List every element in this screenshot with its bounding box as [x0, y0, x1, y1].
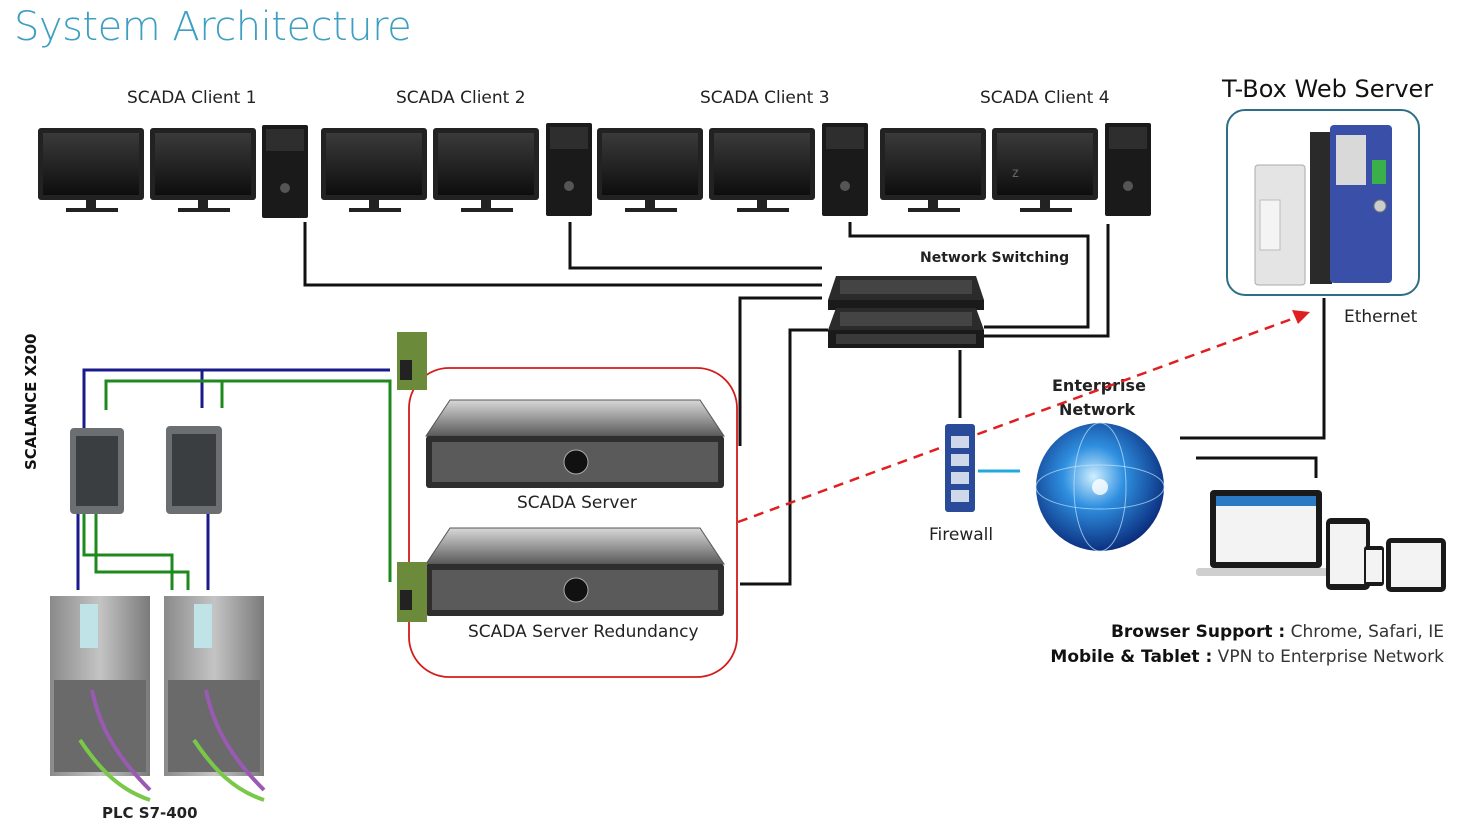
tbox-title: T-Box Web Server — [1222, 75, 1434, 103]
scalance-switch-2 — [166, 426, 222, 514]
client-1-label: SCADA Client 1 — [127, 88, 257, 108]
client-3-workstation — [597, 123, 868, 216]
client-cabling — [303, 222, 1326, 586]
legend-browser: Browser Support : Chrome, Safari, IE — [1111, 622, 1444, 642]
server-redundancy-group — [408, 367, 738, 678]
scada-server-redundancy-label: SCADA Server Redundancy — [468, 622, 699, 642]
legend-browser-key: Browser Support : — [1110, 622, 1286, 642]
network-card-top — [397, 332, 427, 390]
monitor-glyph: z — [1012, 164, 1019, 180]
client-2-label: SCADA Client 2 — [396, 88, 526, 108]
client-3-label: SCADA Client 3 — [700, 88, 830, 108]
client-4-label: SCADA Client 4 — [980, 88, 1110, 108]
client-1-workstation — [38, 125, 308, 218]
ethernet-label: Ethernet — [1344, 307, 1418, 327]
legend-mobile-key: Mobile & Tablet : — [1050, 647, 1213, 667]
tbox-device — [1254, 125, 1392, 286]
client-devices — [1196, 490, 1446, 592]
plc-1 — [50, 596, 152, 802]
remote-access-link — [737, 314, 1301, 524]
legend-mobile-value: VPN to Enterprise Network — [1212, 647, 1444, 667]
legend-mobile: Mobile & Tablet : VPN to Enterprise Netw… — [1050, 647, 1444, 667]
network-switching-label: Network Switching — [920, 250, 1070, 266]
arrow-head-icon — [1292, 310, 1310, 324]
scada-server-label: SCADA Server — [517, 493, 637, 513]
din-rail — [1310, 132, 1332, 284]
plc-2 — [164, 596, 266, 802]
network-switch-1 — [828, 276, 984, 310]
network-card-bottom — [397, 562, 427, 622]
firewall-label: Firewall — [929, 525, 994, 545]
page-title: System Architecture — [14, 4, 412, 50]
network-switch-2 — [828, 308, 984, 348]
fieldbus-cabling — [76, 368, 392, 622]
legend-browser-value: Chrome, Safari, IE — [1285, 622, 1444, 642]
enterprise-network-globe — [1035, 422, 1165, 552]
plc-label: PLC S7-400 — [102, 804, 198, 822]
scada-server-redundancy-unit — [425, 527, 725, 616]
scalance-switch-1 — [70, 428, 124, 514]
client-2-workstation — [321, 123, 592, 216]
client-4-workstation: z — [880, 123, 1151, 216]
scada-server-unit — [425, 399, 725, 488]
firewall-device — [945, 424, 975, 512]
enterprise-label-2: Network — [1059, 400, 1136, 419]
